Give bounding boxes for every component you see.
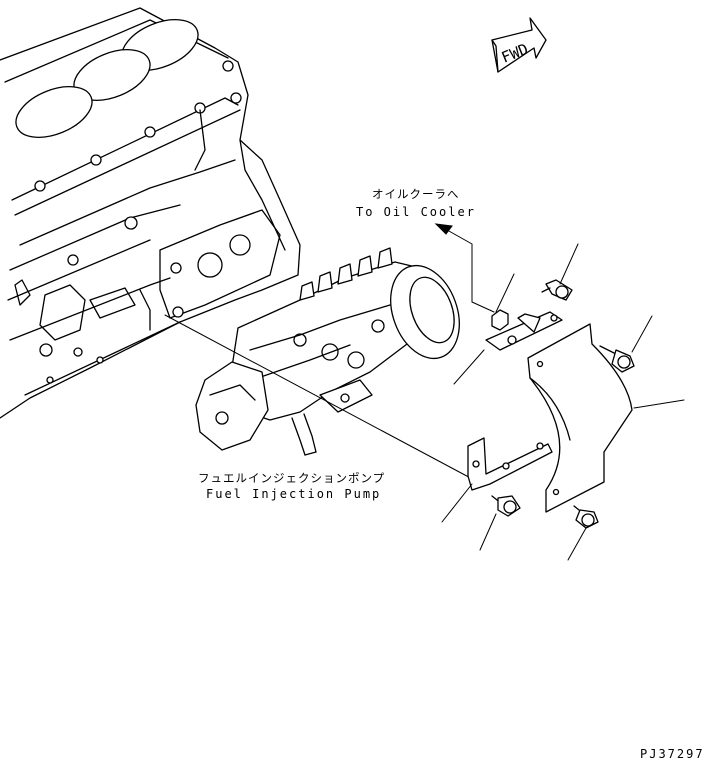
bolt-lower-left	[491, 495, 521, 517]
oil-cooler-leader	[434, 223, 495, 313]
fuel-injection-pump	[195, 247, 460, 456]
drawing-number: PJ37297	[640, 747, 705, 761]
pump-label-jp: フュエルインジェクションポンプ	[198, 471, 385, 485]
assembly-line	[164, 314, 479, 483]
lower-bracket	[467, 437, 553, 491]
oil-cooler-label-en: To Oil Cooler	[356, 205, 476, 219]
pump-label-en: Fuel Injection Pump	[206, 487, 381, 501]
arrow-head-icon	[434, 223, 453, 235]
cylinder-bore-3	[15, 86, 93, 138]
bolt-lower-right	[573, 505, 599, 529]
oil-cooler-label-jp: オイルクーラへ	[372, 187, 460, 201]
callout-leaders	[441, 243, 685, 561]
bolt-upper	[541, 279, 573, 301]
bolt-right	[599, 345, 635, 373]
small-nut	[491, 309, 509, 331]
heat-shield-cover	[527, 323, 633, 513]
fwd-direction-sign: FWD	[491, 17, 547, 73]
engine-block	[0, 7, 301, 419]
upper-bracket	[485, 311, 563, 351]
